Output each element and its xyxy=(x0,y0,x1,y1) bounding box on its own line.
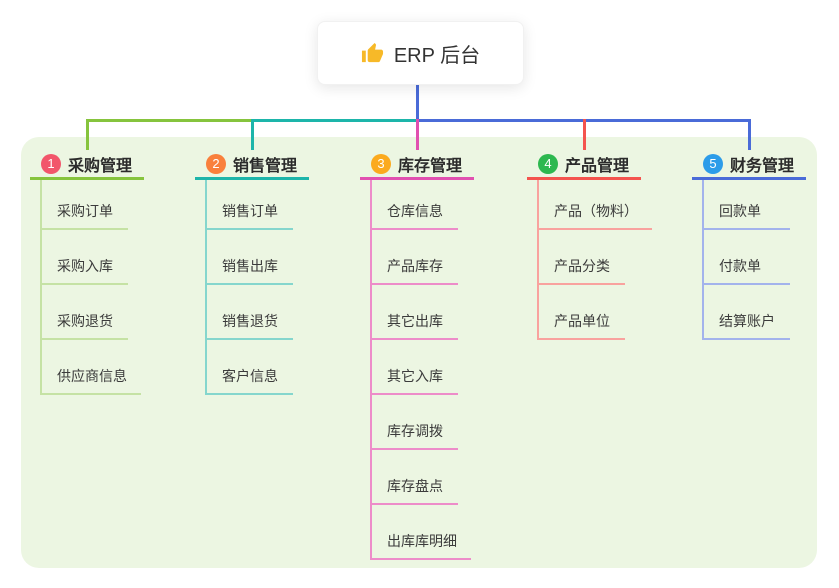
branch-title: 产品管理 xyxy=(565,157,630,175)
branch-child-item[interactable]: 结算账户 xyxy=(702,285,790,340)
branch-header[interactable]: 2 销售管理 xyxy=(195,150,309,180)
connector-branch-drop xyxy=(748,119,751,150)
connector-branch-drop xyxy=(583,119,586,150)
branch-child-label: 销售出库 xyxy=(222,258,278,274)
branch-child-label: 付款单 xyxy=(719,258,761,274)
branch-child-item[interactable]: 产品分类 xyxy=(537,230,625,285)
branch-child-item[interactable]: 付款单 xyxy=(702,230,790,285)
branch-title: 库存管理 xyxy=(398,157,463,175)
branch-child-item[interactable]: 采购订单 xyxy=(40,180,128,230)
branches-panel xyxy=(21,137,817,568)
branch-child-item[interactable]: 库存调拨 xyxy=(370,395,458,450)
branch-child-label: 产品（物料） xyxy=(554,203,638,219)
branch-trunk-line xyxy=(370,180,372,560)
connector-branch-drop xyxy=(251,119,254,150)
branch-child-label: 采购入库 xyxy=(57,258,113,274)
branch-trunk-line xyxy=(702,180,704,340)
branch-child-item[interactable]: 客户信息 xyxy=(205,340,293,395)
branch-child-label: 结算账户 xyxy=(719,313,775,329)
branch-child-label: 产品单位 xyxy=(554,313,610,329)
branch-child-label: 出库库明细 xyxy=(387,533,457,549)
branch-child-item[interactable]: 销售订单 xyxy=(205,180,293,230)
branch-title: 采购管理 xyxy=(68,157,133,175)
branch-child-label: 产品分类 xyxy=(554,258,610,274)
connector-bus-middle xyxy=(251,119,418,122)
root-node[interactable]: ERP 后台 xyxy=(317,21,524,85)
branch-child-label: 其它出库 xyxy=(387,313,443,329)
branch-child-label: 产品库存 xyxy=(387,258,443,274)
branch-title: 财务管理 xyxy=(730,157,795,175)
branch-child-item[interactable]: 其它入库 xyxy=(370,340,458,395)
branch-header[interactable]: 4 产品管理 xyxy=(527,150,641,180)
branch-child-label: 仓库信息 xyxy=(387,203,443,219)
branch-child-label: 库存调拨 xyxy=(387,423,443,439)
branch: 1 采购管理 采购订单采购入库采购退货供应商信息 xyxy=(30,150,144,395)
branch-child-label: 供应商信息 xyxy=(57,368,127,384)
branch-header[interactable]: 5 财务管理 xyxy=(692,150,806,180)
branch-trunk-line xyxy=(205,180,207,395)
branch-child-item[interactable]: 回款单 xyxy=(702,180,790,230)
branch-child-label: 销售退货 xyxy=(222,313,278,329)
branch: 2 销售管理 销售订单销售出库销售退货客户信息 xyxy=(195,150,309,395)
branch-child-item[interactable]: 产品单位 xyxy=(537,285,625,340)
branch-child-item[interactable]: 供应商信息 xyxy=(40,340,141,395)
branch-child-label: 库存盘点 xyxy=(387,478,443,494)
branch-child-label: 采购退货 xyxy=(57,313,113,329)
branch-index-badge: 3 xyxy=(371,153,391,174)
branch-index-badge: 1 xyxy=(41,153,61,174)
branch-child-label: 销售订单 xyxy=(222,203,278,219)
branch-child-item[interactable]: 销售出库 xyxy=(205,230,293,285)
branch-trunk-line xyxy=(537,180,539,340)
branch-title: 销售管理 xyxy=(233,157,298,175)
branch-child-item[interactable]: 产品库存 xyxy=(370,230,458,285)
branch-child-label: 其它入库 xyxy=(387,368,443,384)
branch-header[interactable]: 3 库存管理 xyxy=(360,150,474,180)
branch-index-badge: 5 xyxy=(703,153,723,174)
branch-trunk-line xyxy=(40,180,42,395)
branch-child-label: 客户信息 xyxy=(222,368,278,384)
branch-child-item[interactable]: 仓库信息 xyxy=(370,180,458,230)
branch-child-item[interactable]: 其它出库 xyxy=(370,285,458,340)
branch: 3 库存管理 仓库信息产品库存其它出库其它入库库存调拨库存盘点出库库明细 xyxy=(360,150,474,560)
branch-index-badge: 2 xyxy=(206,153,226,174)
branch-index-badge: 4 xyxy=(538,153,558,174)
branch-child-item[interactable]: 销售退货 xyxy=(205,285,293,340)
branch-child-item[interactable]: 采购入库 xyxy=(40,230,128,285)
branch-child-item[interactable]: 采购退货 xyxy=(40,285,128,340)
connector-root-drop xyxy=(416,83,419,120)
branch: 5 财务管理 回款单付款单结算账户 xyxy=(692,150,806,340)
root-node-title: ERP 后台 xyxy=(393,44,481,67)
branch-child-item[interactable]: 库存盘点 xyxy=(370,450,458,505)
branch-child-label: 采购订单 xyxy=(57,203,113,219)
branch-child-item[interactable]: 产品（物料） xyxy=(537,180,652,230)
thumbs-up-icon xyxy=(361,42,384,65)
branch: 4 产品管理 产品（物料） 产品分类产品单位 xyxy=(527,150,652,340)
branch-child-label: 回款单 xyxy=(719,203,761,219)
connector-branch-drop xyxy=(416,119,419,150)
branch-child-item[interactable]: 出库库明细 xyxy=(370,505,471,560)
connector-branch-drop xyxy=(86,119,89,150)
branch-header[interactable]: 1 采购管理 xyxy=(30,150,144,180)
connector-bus-left xyxy=(86,119,253,122)
